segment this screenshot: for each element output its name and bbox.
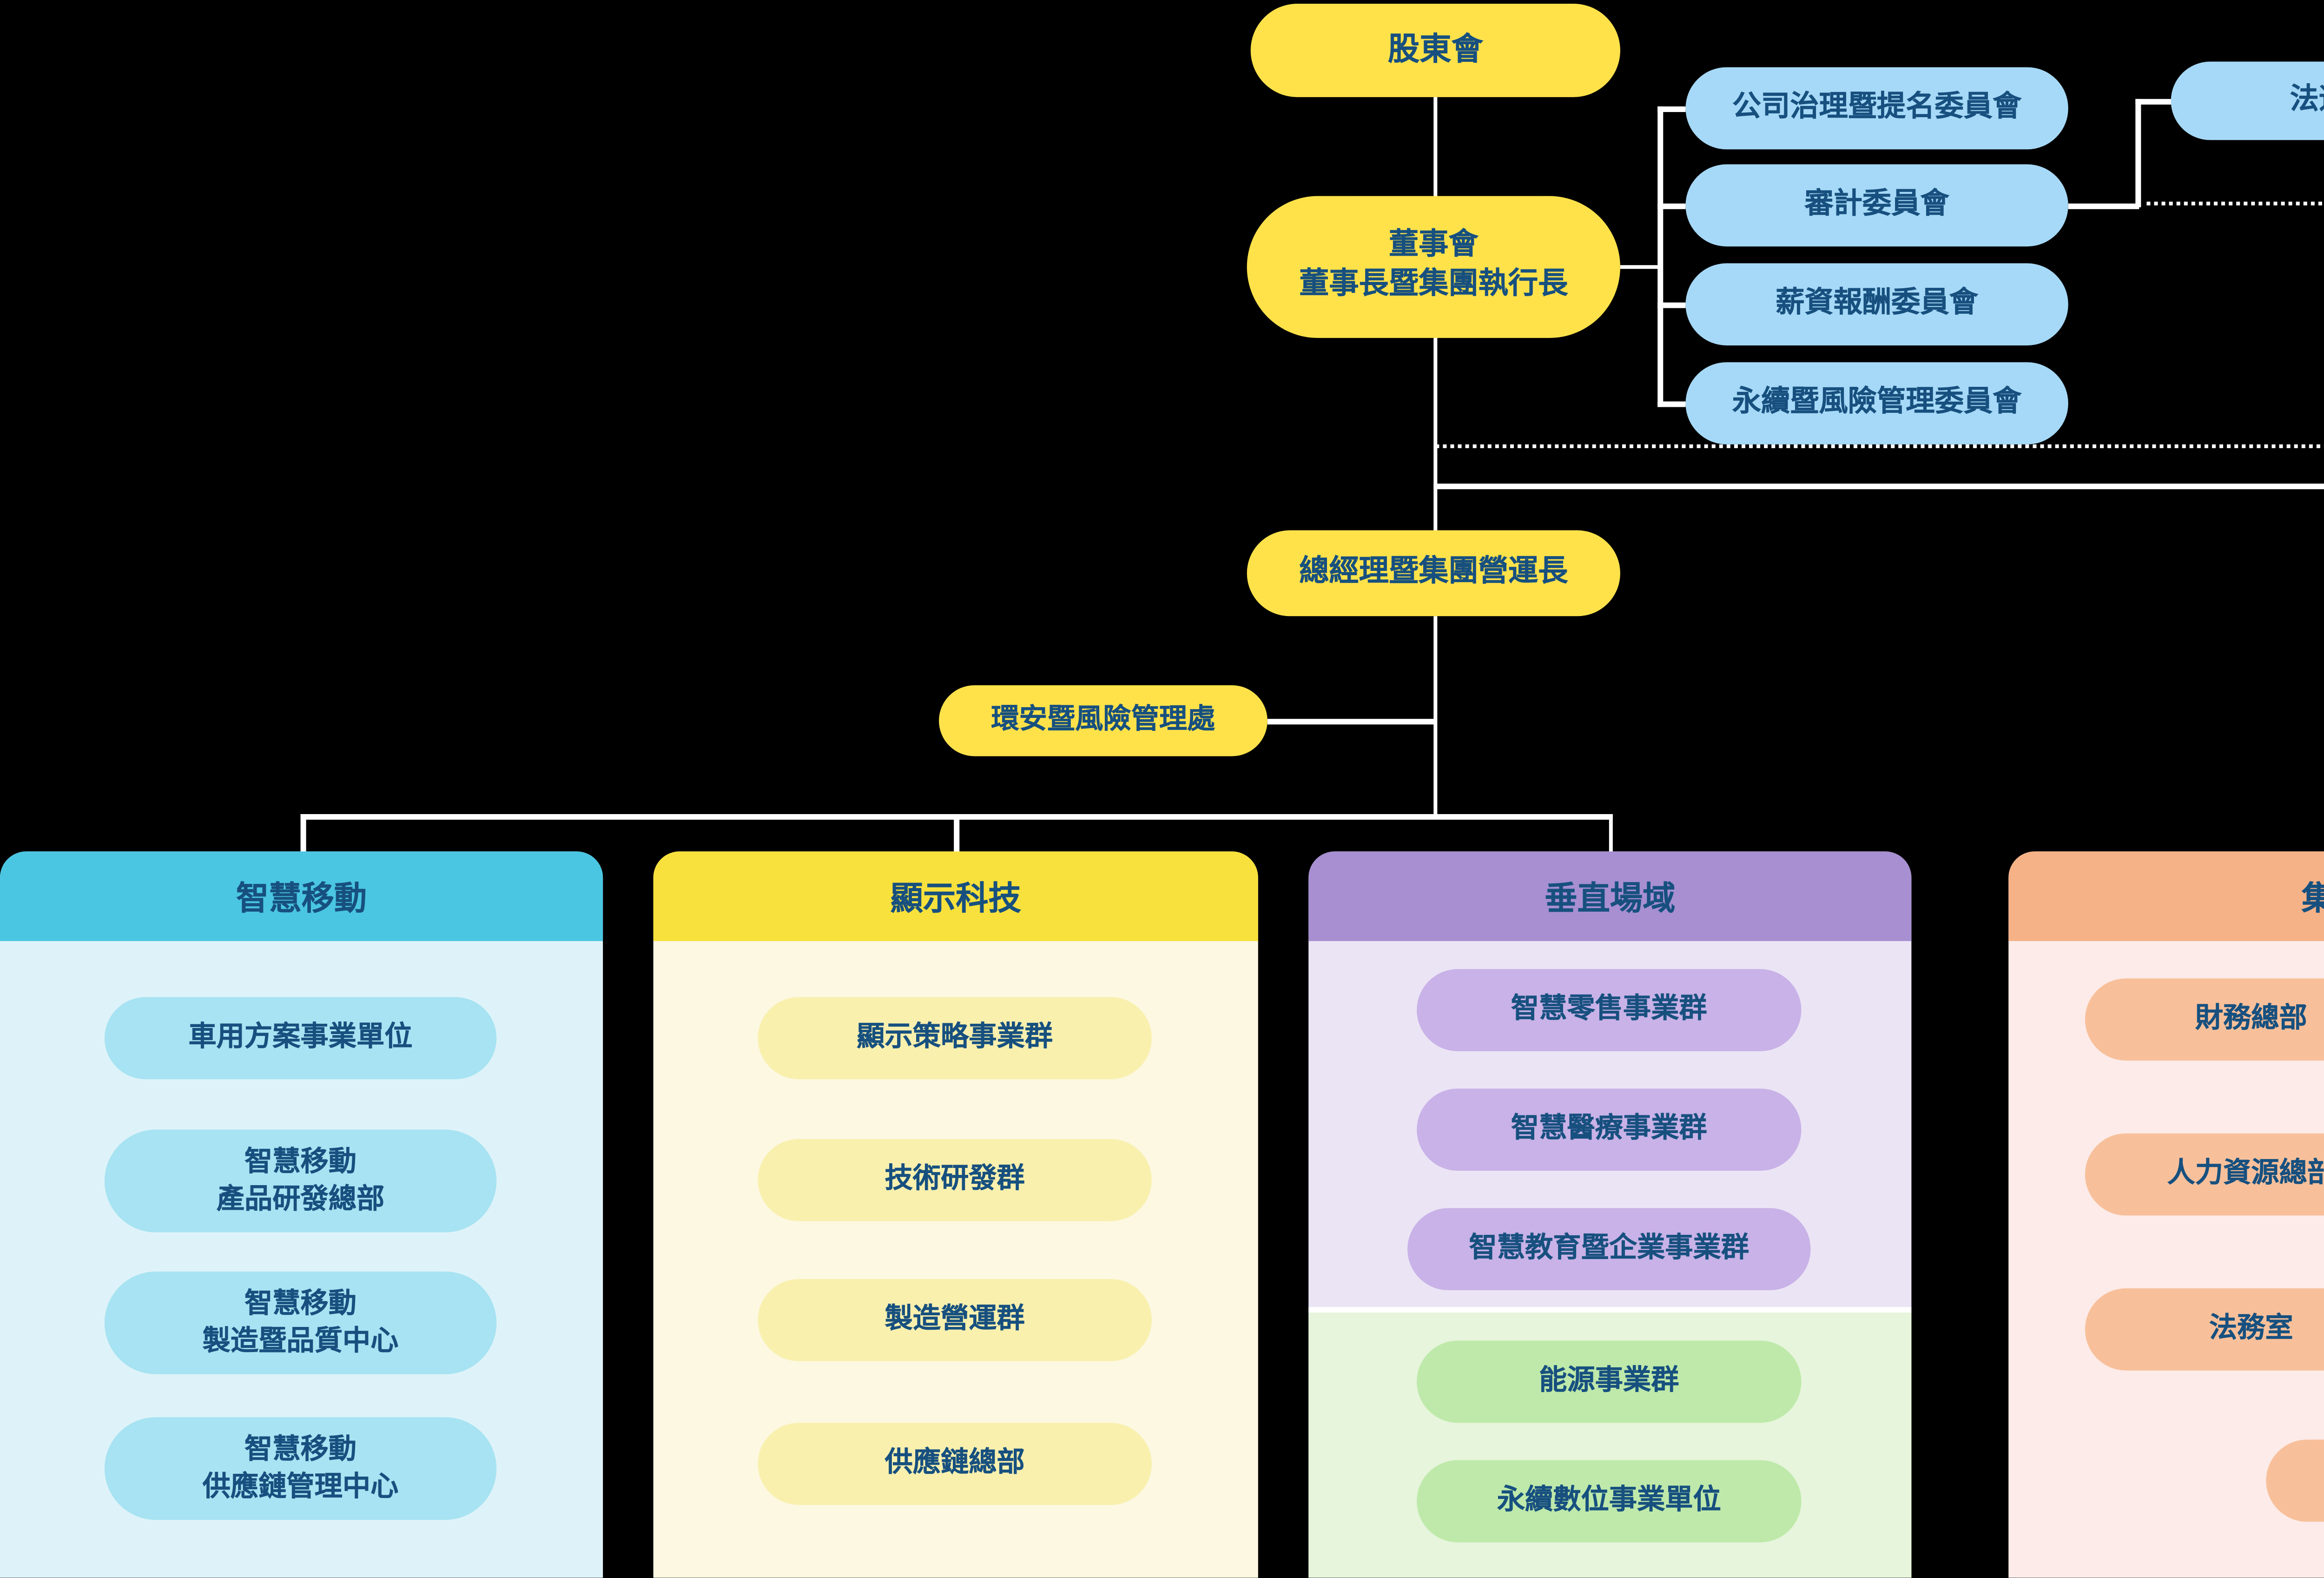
connector-line [1433, 616, 1438, 818]
unit-pill: 智慧移動 供應鏈管理中心 [104, 1417, 497, 1520]
node-committee-compensation: 薪資報酬委員會 [1685, 263, 2068, 345]
unit-pill: 智慧移動 製造暨品質中心 [104, 1271, 497, 1374]
connector-line [2135, 99, 2140, 207]
connector-line [954, 814, 959, 854]
connector-line [1657, 106, 1686, 111]
node-board-of-directors: 董事會 董事長暨集團執行長 [1247, 196, 1620, 338]
unit-pill: 財務總部 [2085, 978, 2324, 1061]
column-header: 集團營運支援單位 [2008, 851, 2324, 941]
unit-pill: 智慧移動 產品研發總部 [104, 1129, 497, 1233]
connector-line [1433, 484, 2324, 489]
node-committee-audit: 審計委員會 [1685, 164, 2068, 247]
column-header: 智慧移動 [0, 851, 603, 941]
column-vertical-domains: 垂直場域 智慧零售事業群 智慧醫療事業群 智慧教育暨企業事業群 能源事業群 永續… [1308, 851, 1912, 1578]
connector-line [1657, 203, 1686, 208]
connector-line [1267, 719, 1436, 724]
connector-line [300, 814, 305, 854]
column-header: 垂直場域 [1308, 851, 1912, 941]
connector-line-dotted [1435, 444, 2324, 448]
unit-pill: 智慧醫療事業群 [1417, 1088, 1802, 1171]
unit-pill: 智慧教育暨企業事業群 [1407, 1208, 1811, 1291]
connector-line [1657, 401, 1686, 406]
unit-pill: 製造營運群 [758, 1279, 1152, 1361]
unit-pill: 技術研發群 [758, 1139, 1152, 1221]
column-group-support: 集團營運支援單位 財務總部 數位技術發展總部 人力資源總部 永續發展總部 法務室… [2008, 851, 2324, 1578]
node-shareholders-meeting: 股東會 [1250, 4, 1620, 97]
node-president-coo: 總經理暨集團營運長 [1247, 530, 1620, 617]
unit-pill: 供應鏈總部 [758, 1423, 1152, 1505]
unit-pill: 顯示策略事業群 [758, 997, 1152, 1080]
unit-pill: 法務室 [2085, 1288, 2324, 1371]
node-chief-compliance-counsel: 法遵總顧問 [2171, 61, 2324, 140]
connector-line [1608, 814, 1613, 854]
unit-pill: 人力資源總部 [2085, 1133, 2324, 1216]
node-committee-governance-nomination: 公司治理暨提名委員會 [1685, 67, 2068, 150]
connector-line [1620, 264, 1662, 269]
unit-pill: 稽核管理處 [2266, 1439, 2324, 1522]
connector-line [2068, 203, 2139, 208]
node-ehs-risk-management: 環安暨風險管理處 [939, 685, 1268, 756]
unit-pill: 能源事業群 [1417, 1340, 1802, 1423]
unit-pill: 智慧零售事業群 [1417, 969, 1802, 1052]
connector-line [2135, 99, 2173, 104]
unit-pill: 車用方案事業單位 [104, 997, 497, 1080]
connector-line-dotted [2146, 201, 2324, 206]
connector-line [1657, 106, 1663, 407]
column-smart-mobility: 智慧移動 車用方案事業單位 智慧移動 產品研發總部 智慧移動 製造暨品質中心 智… [0, 851, 603, 1578]
column-header: 顯示科技 [653, 851, 1258, 941]
connector-line [1433, 336, 1438, 532]
unit-pill: 永續數位事業單位 [1417, 1460, 1802, 1543]
connector-line [1433, 97, 1438, 198]
column-display-technology: 顯示科技 顯示策略事業群 技術研發群 製造營運群 供應鏈總部 [653, 851, 1258, 1578]
connector-line [1657, 302, 1686, 307]
node-committee-sustainability-risk: 永續暨風險管理委員會 [1685, 362, 2068, 444]
